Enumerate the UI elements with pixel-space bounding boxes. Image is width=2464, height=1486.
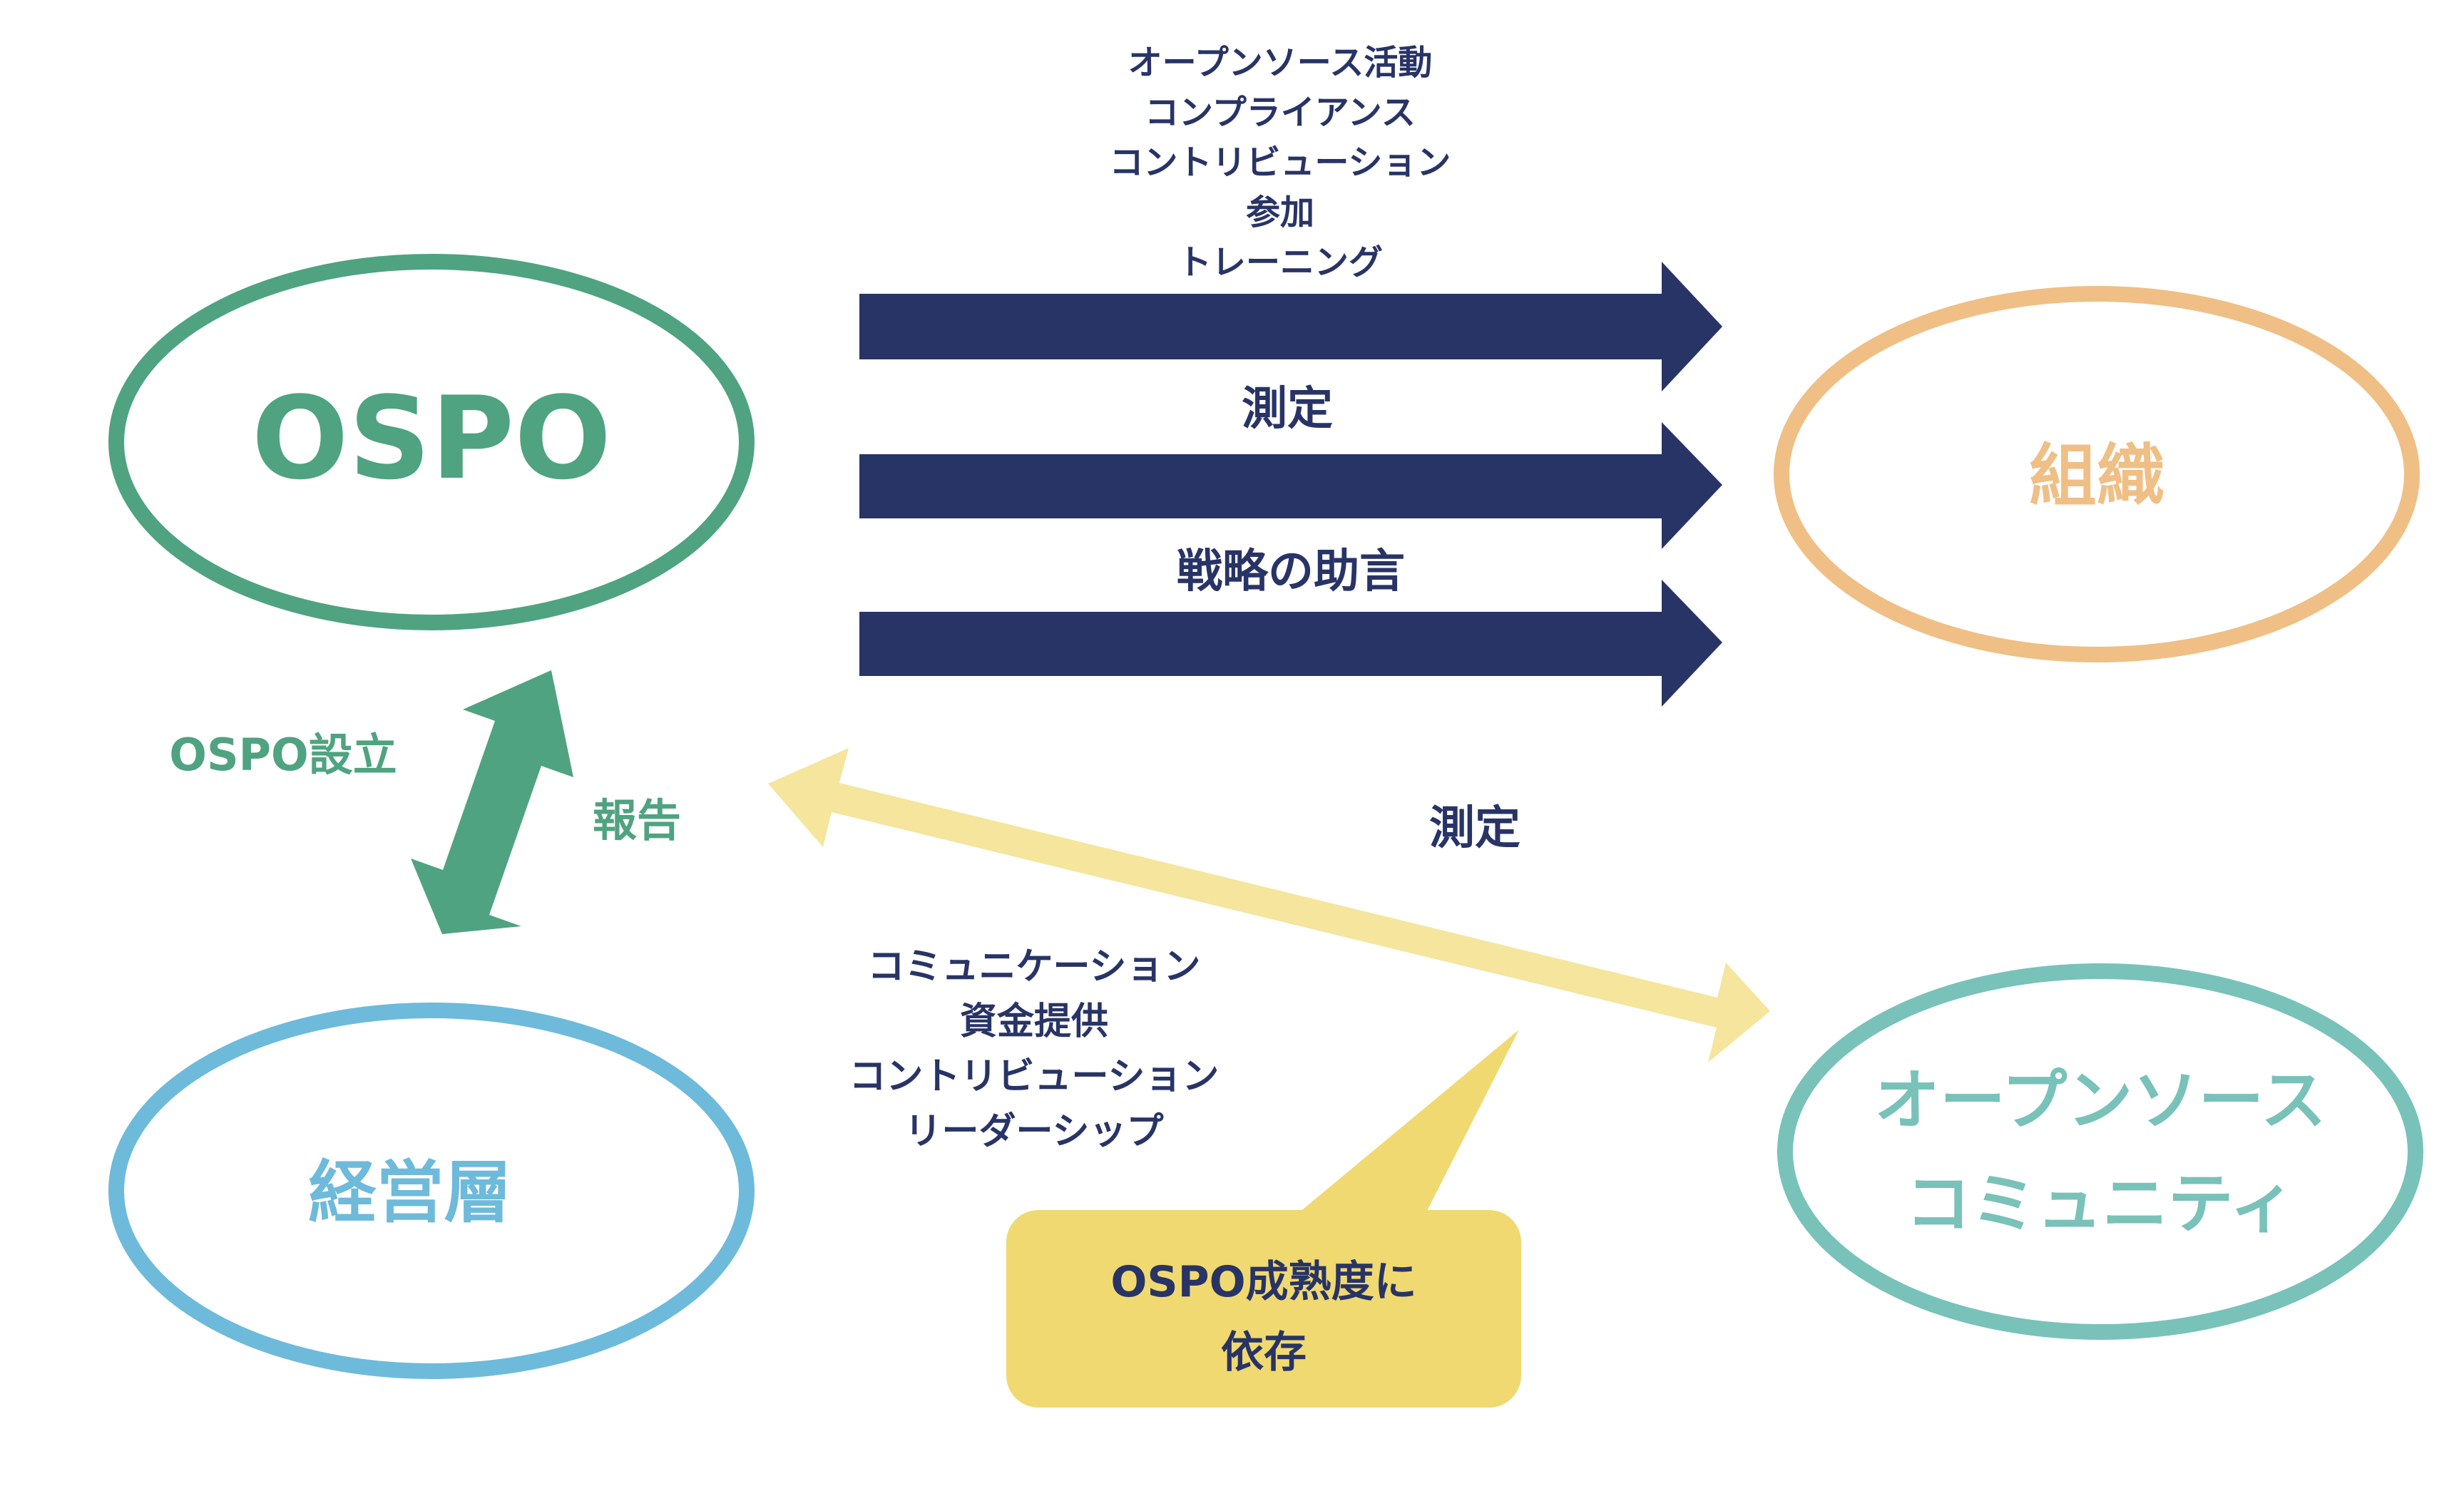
organization-label: 組織 bbox=[2029, 437, 2164, 516]
management-node bbox=[108, 1003, 755, 1379]
ospo-management-arrow bbox=[411, 670, 573, 934]
arrow-activities bbox=[859, 262, 1722, 391]
community-arrow bbox=[768, 748, 1770, 1062]
management-label: 経営層 bbox=[308, 1154, 511, 1232]
community-label-funding: 資金提供 bbox=[960, 1000, 1108, 1043]
callout-box bbox=[1006, 1210, 1521, 1408]
arrow-measurement bbox=[859, 422, 1722, 549]
report-label: 報告 bbox=[593, 794, 681, 846]
community-measurement-label: 測定 bbox=[1429, 802, 1520, 855]
callout-line1: OSPO成熟度に bbox=[1110, 1257, 1416, 1307]
ospo-label: OSPO bbox=[252, 372, 612, 505]
activity-label-2: コンプライアンス bbox=[1145, 93, 1416, 133]
callout-line2: 依存 bbox=[1221, 1328, 1307, 1378]
ospo-node bbox=[108, 254, 755, 630]
community-node bbox=[1777, 963, 2423, 1340]
activity-label-5: トレーニング bbox=[1177, 242, 1383, 282]
strategy-label: 戦略の助言 bbox=[1177, 545, 1405, 598]
activity-label-4: 参加 bbox=[1246, 193, 1314, 232]
community-label-line2: コミュニティ bbox=[1906, 1166, 2295, 1242]
community-label-contribution: コントリビューション bbox=[849, 1055, 1220, 1098]
community-label-line1: オープンソース bbox=[1874, 1062, 2326, 1139]
organization-node bbox=[1774, 286, 2420, 662]
community-label-communication: コミュニケーション bbox=[868, 946, 1201, 988]
arrow-strategy bbox=[859, 580, 1722, 707]
community-label-leadership: リーダーシップ bbox=[905, 1110, 1164, 1153]
measurement-label: 測定 bbox=[1242, 383, 1333, 436]
activity-label-1: オープンソース活動 bbox=[1128, 43, 1433, 83]
ospo-establish-label: OSPO設立 bbox=[169, 729, 397, 781]
activity-label-3: コントリビューション bbox=[1109, 143, 1451, 183]
callout-pointer bbox=[1291, 1030, 1519, 1219]
